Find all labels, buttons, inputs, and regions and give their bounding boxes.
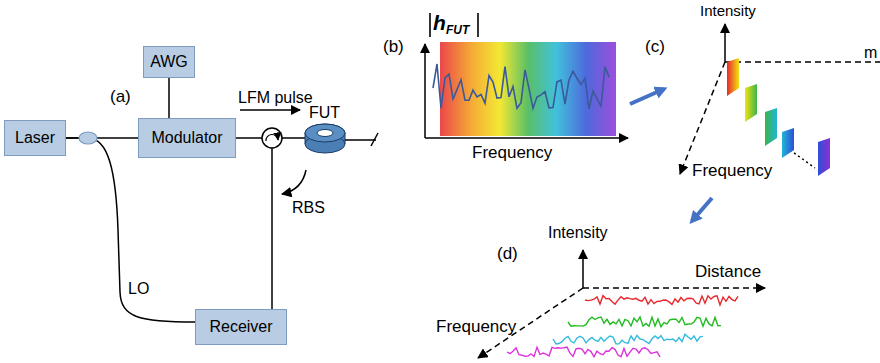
process-box: Receiver xyxy=(195,309,287,345)
step-arrow xyxy=(692,198,712,221)
box-label: Laser xyxy=(15,129,55,147)
pulse-arrow xyxy=(240,109,300,111)
text-label: Intensity xyxy=(700,3,756,20)
text-label: Distance xyxy=(695,263,761,282)
text-label: (b) xyxy=(383,38,404,57)
distance-axis xyxy=(725,61,880,63)
intensity-axis xyxy=(582,250,584,288)
box-label: Modulator xyxy=(151,129,222,147)
abs-bar xyxy=(477,13,479,37)
box-label: Receiver xyxy=(209,318,272,336)
text-label: (d) xyxy=(497,245,518,264)
fiber-line xyxy=(282,137,306,139)
edge-label: LO xyxy=(128,280,149,298)
distance-axis xyxy=(583,287,765,289)
abs-bar xyxy=(429,13,431,37)
trace xyxy=(568,317,721,327)
fiber-end xyxy=(371,133,378,146)
box-label: AWG xyxy=(150,53,188,71)
text-label: FUT xyxy=(446,24,469,37)
response-curve xyxy=(433,64,609,109)
text-label: h xyxy=(433,11,446,34)
text-label: FUT xyxy=(309,104,340,122)
process-box: Modulator xyxy=(138,118,236,158)
text-label: (c) xyxy=(645,38,665,57)
text-label: Frequency xyxy=(472,144,552,163)
dotted-guide xyxy=(790,150,815,168)
text-label: m xyxy=(864,44,877,62)
trace xyxy=(553,334,703,344)
text-label: Frequency xyxy=(436,318,516,337)
step-arrow xyxy=(630,89,664,104)
coupler-symbol xyxy=(79,132,97,144)
spectral-slice xyxy=(818,138,830,176)
y-axis xyxy=(424,44,426,138)
process-box: Laser xyxy=(4,120,66,156)
spectral-slice xyxy=(782,128,794,158)
spectral-slice xyxy=(727,58,739,96)
fiber-connector xyxy=(66,138,195,322)
backscatter-arrow xyxy=(282,170,306,194)
x-axis xyxy=(425,137,628,139)
fiber-coil xyxy=(305,124,345,153)
fiber-connector xyxy=(168,78,170,118)
circulator-arrow xyxy=(266,134,278,141)
frequency-axis xyxy=(680,62,725,174)
text-label: Intensity xyxy=(548,224,608,242)
process-box: AWG xyxy=(143,46,195,78)
text-label: (a) xyxy=(110,88,131,107)
trace xyxy=(585,296,738,306)
fiber-line xyxy=(271,148,273,309)
fiber-line xyxy=(236,137,262,139)
text-label: Frequency xyxy=(692,162,772,181)
text-label: LFM pulse xyxy=(238,89,313,107)
spectrum-band xyxy=(440,42,616,136)
text-label: RBS xyxy=(292,199,325,217)
trace xyxy=(507,347,660,357)
spectral-slice xyxy=(745,84,757,122)
spectral-slice xyxy=(765,108,777,146)
fiber-line xyxy=(345,139,376,141)
circulator-symbol xyxy=(262,128,282,148)
intensity-axis xyxy=(724,24,726,62)
